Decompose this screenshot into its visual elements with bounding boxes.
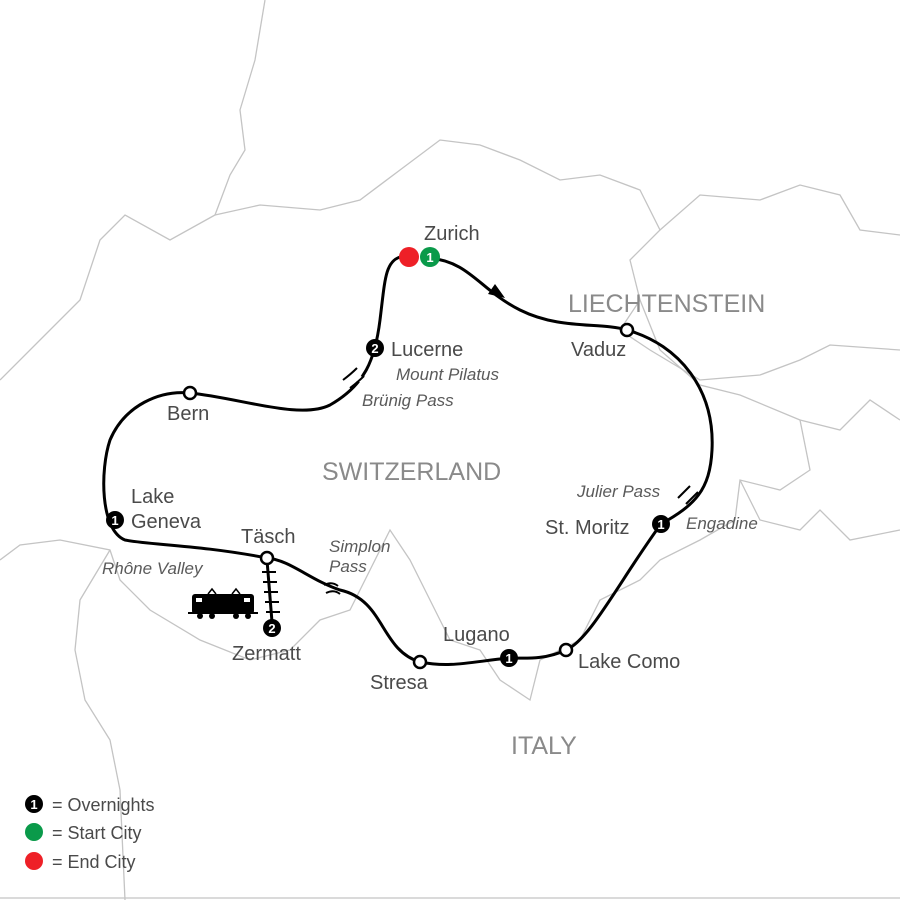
note-mount-pilatus: Mount Pilatus (396, 365, 499, 384)
country-labels: SWITZERLAND LIECHTENSTEIN ITALY (322, 290, 765, 760)
legend-end-icon (25, 852, 43, 870)
country-liechtenstein: LIECHTENSTEIN (568, 290, 765, 318)
label-zurich: Zurich (424, 223, 480, 245)
legend-start-icon (25, 823, 43, 841)
legend-overnights: = Overnights (52, 795, 155, 815)
note-brunig-pass: Brünig Pass (362, 391, 454, 410)
country-switzerland: SWITZERLAND (322, 458, 501, 486)
legend: 1 = Overnights = Start City = End City (25, 795, 155, 872)
legend-overnight-icon: 1 (30, 797, 37, 812)
note-rhone-valley: Rhône Valley (102, 559, 204, 578)
svg-text:1: 1 (505, 651, 512, 666)
marker-stresa[interactable] (412, 654, 428, 670)
pass-icon-brunig (344, 369, 368, 385)
svg-text:1: 1 (111, 513, 118, 528)
marker-tasch[interactable] (259, 550, 275, 566)
label-lake-como: Lake Como (578, 651, 680, 673)
svg-text:1: 1 (426, 250, 433, 265)
marker-vaduz[interactable] (619, 322, 635, 338)
pass-icon-brunig-lines (342, 367, 365, 389)
note-pass: Pass (329, 557, 367, 576)
marker-lucerne[interactable]: 2 (366, 339, 384, 357)
marker-st-moritz[interactable]: 1 (652, 515, 670, 533)
legend-start-city: = Start City (52, 823, 142, 843)
note-julier-pass: Julier Pass (576, 482, 661, 501)
label-bern: Bern (167, 403, 209, 425)
marker-lake-geneva[interactable]: 1 (106, 511, 124, 529)
city-labels: Zurich Lucerne Bern Lake Geneva Täsch Ze… (131, 223, 680, 694)
label-geneva: Geneva (131, 511, 202, 533)
marker-zermatt[interactable]: 2 (263, 619, 281, 637)
direction-arrow-icon (488, 284, 505, 298)
svg-text:2: 2 (371, 341, 378, 356)
label-lucerne: Lucerne (391, 339, 463, 361)
note-simplon: Simplon (329, 537, 390, 556)
label-lake: Lake (131, 486, 174, 508)
legend-end-city: = End City (52, 852, 136, 872)
label-lugano: Lugano (443, 624, 510, 646)
note-engadine: Engadine (686, 514, 758, 533)
label-zermatt: Zermatt (232, 643, 301, 665)
svg-text:2: 2 (268, 621, 275, 636)
marker-zurich-end[interactable] (399, 247, 419, 267)
pass-icon-julier (677, 485, 699, 505)
train-icon (188, 587, 258, 619)
marker-zurich-start[interactable]: 1 (420, 247, 440, 267)
label-st-moritz: St. Moritz (545, 517, 629, 539)
marker-lugano[interactable]: 1 (500, 649, 518, 667)
pass-symbols (323, 367, 699, 595)
marker-bern[interactable] (182, 385, 198, 401)
label-vaduz: Vaduz (571, 339, 626, 361)
tour-route (102, 255, 714, 667)
label-tasch: Täsch (241, 526, 295, 548)
zermatt-railway (262, 559, 280, 623)
country-italy: ITALY (511, 732, 577, 760)
note-labels: Mount Pilatus Brünig Pass Rhône Valley S… (102, 365, 758, 578)
pass-icon-simplon (323, 582, 341, 595)
marker-lake-como[interactable] (558, 642, 574, 658)
svg-text:1: 1 (657, 517, 664, 532)
label-stresa: Stresa (370, 672, 429, 694)
